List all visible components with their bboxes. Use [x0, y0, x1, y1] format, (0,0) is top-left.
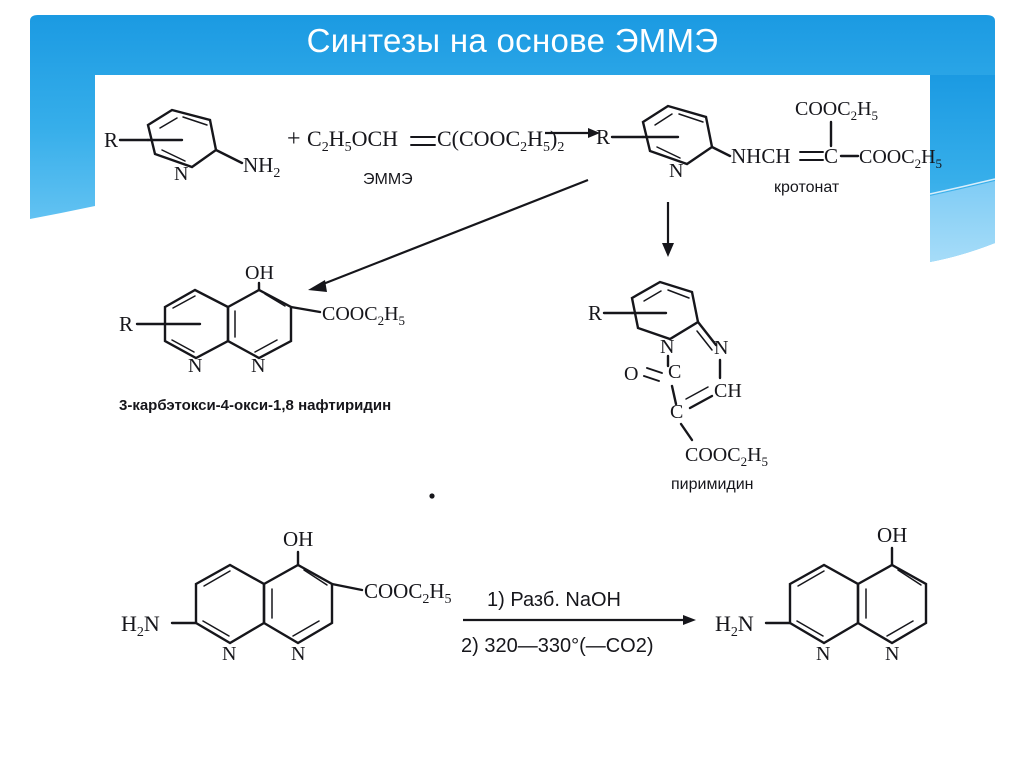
content-panel [95, 75, 930, 767]
page-title: Синтезы на основе ЭММЭ [306, 22, 719, 59]
slide-title-bar: Синтезы на основе ЭММЭ [95, 16, 930, 66]
